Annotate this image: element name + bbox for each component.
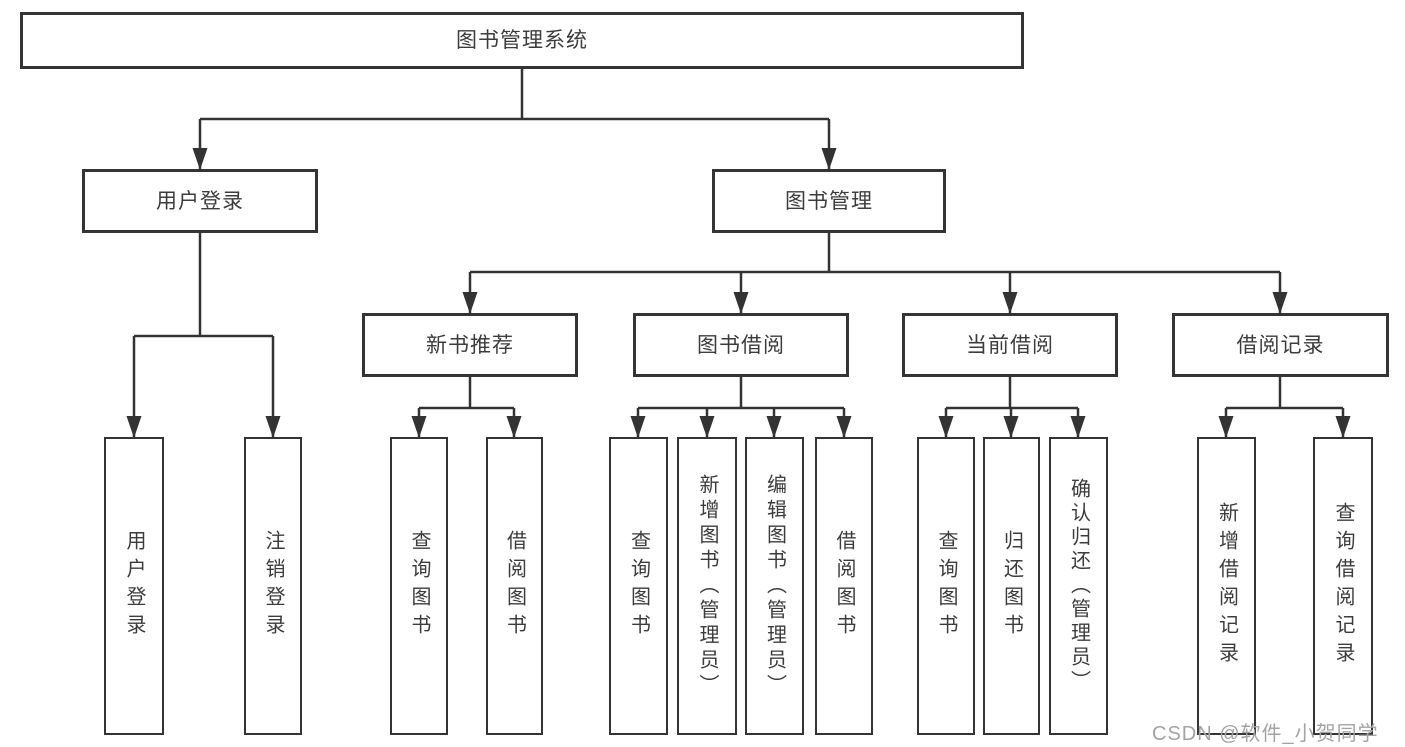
node-new-book-recommend: 新书推荐 bbox=[362, 313, 578, 377]
node-current-borrow: 当前借阅 bbox=[902, 313, 1118, 377]
node-leaf-borrow-books-1: 借阅图书 bbox=[486, 437, 543, 735]
node-leaf-query-books-3: 查询图书 bbox=[917, 437, 975, 735]
node-leaf-confirm-return: 确认归还（管理员） bbox=[1049, 437, 1108, 735]
node-root: 图书管理系统 bbox=[20, 12, 1024, 69]
node-leaf-return-books: 归还图书 bbox=[983, 437, 1040, 735]
node-leaf-edit-books: 编辑图书（管理员） bbox=[745, 437, 804, 735]
node-leaf-user-login: 用户登录 bbox=[104, 437, 164, 735]
node-leaf-query-borrow-record: 查询借阅记录 bbox=[1313, 437, 1373, 735]
node-book-borrow: 图书借阅 bbox=[633, 313, 849, 377]
node-borrow-records: 借阅记录 bbox=[1172, 313, 1389, 377]
node-user-login-branch: 用户登录 bbox=[82, 169, 318, 233]
node-leaf-query-books-1: 查询图书 bbox=[390, 437, 448, 735]
node-leaf-add-borrow-record: 新增借阅记录 bbox=[1197, 437, 1256, 735]
watermark: CSDN @软件_小贺同学 bbox=[1152, 723, 1379, 745]
node-leaf-add-books: 新增图书（管理员） bbox=[677, 437, 737, 735]
node-leaf-borrow-books-2: 借阅图书 bbox=[815, 437, 873, 735]
node-book-management: 图书管理 bbox=[712, 169, 946, 233]
node-leaf-query-books-2: 查询图书 bbox=[609, 437, 668, 735]
node-leaf-logout: 注销登录 bbox=[244, 437, 302, 735]
